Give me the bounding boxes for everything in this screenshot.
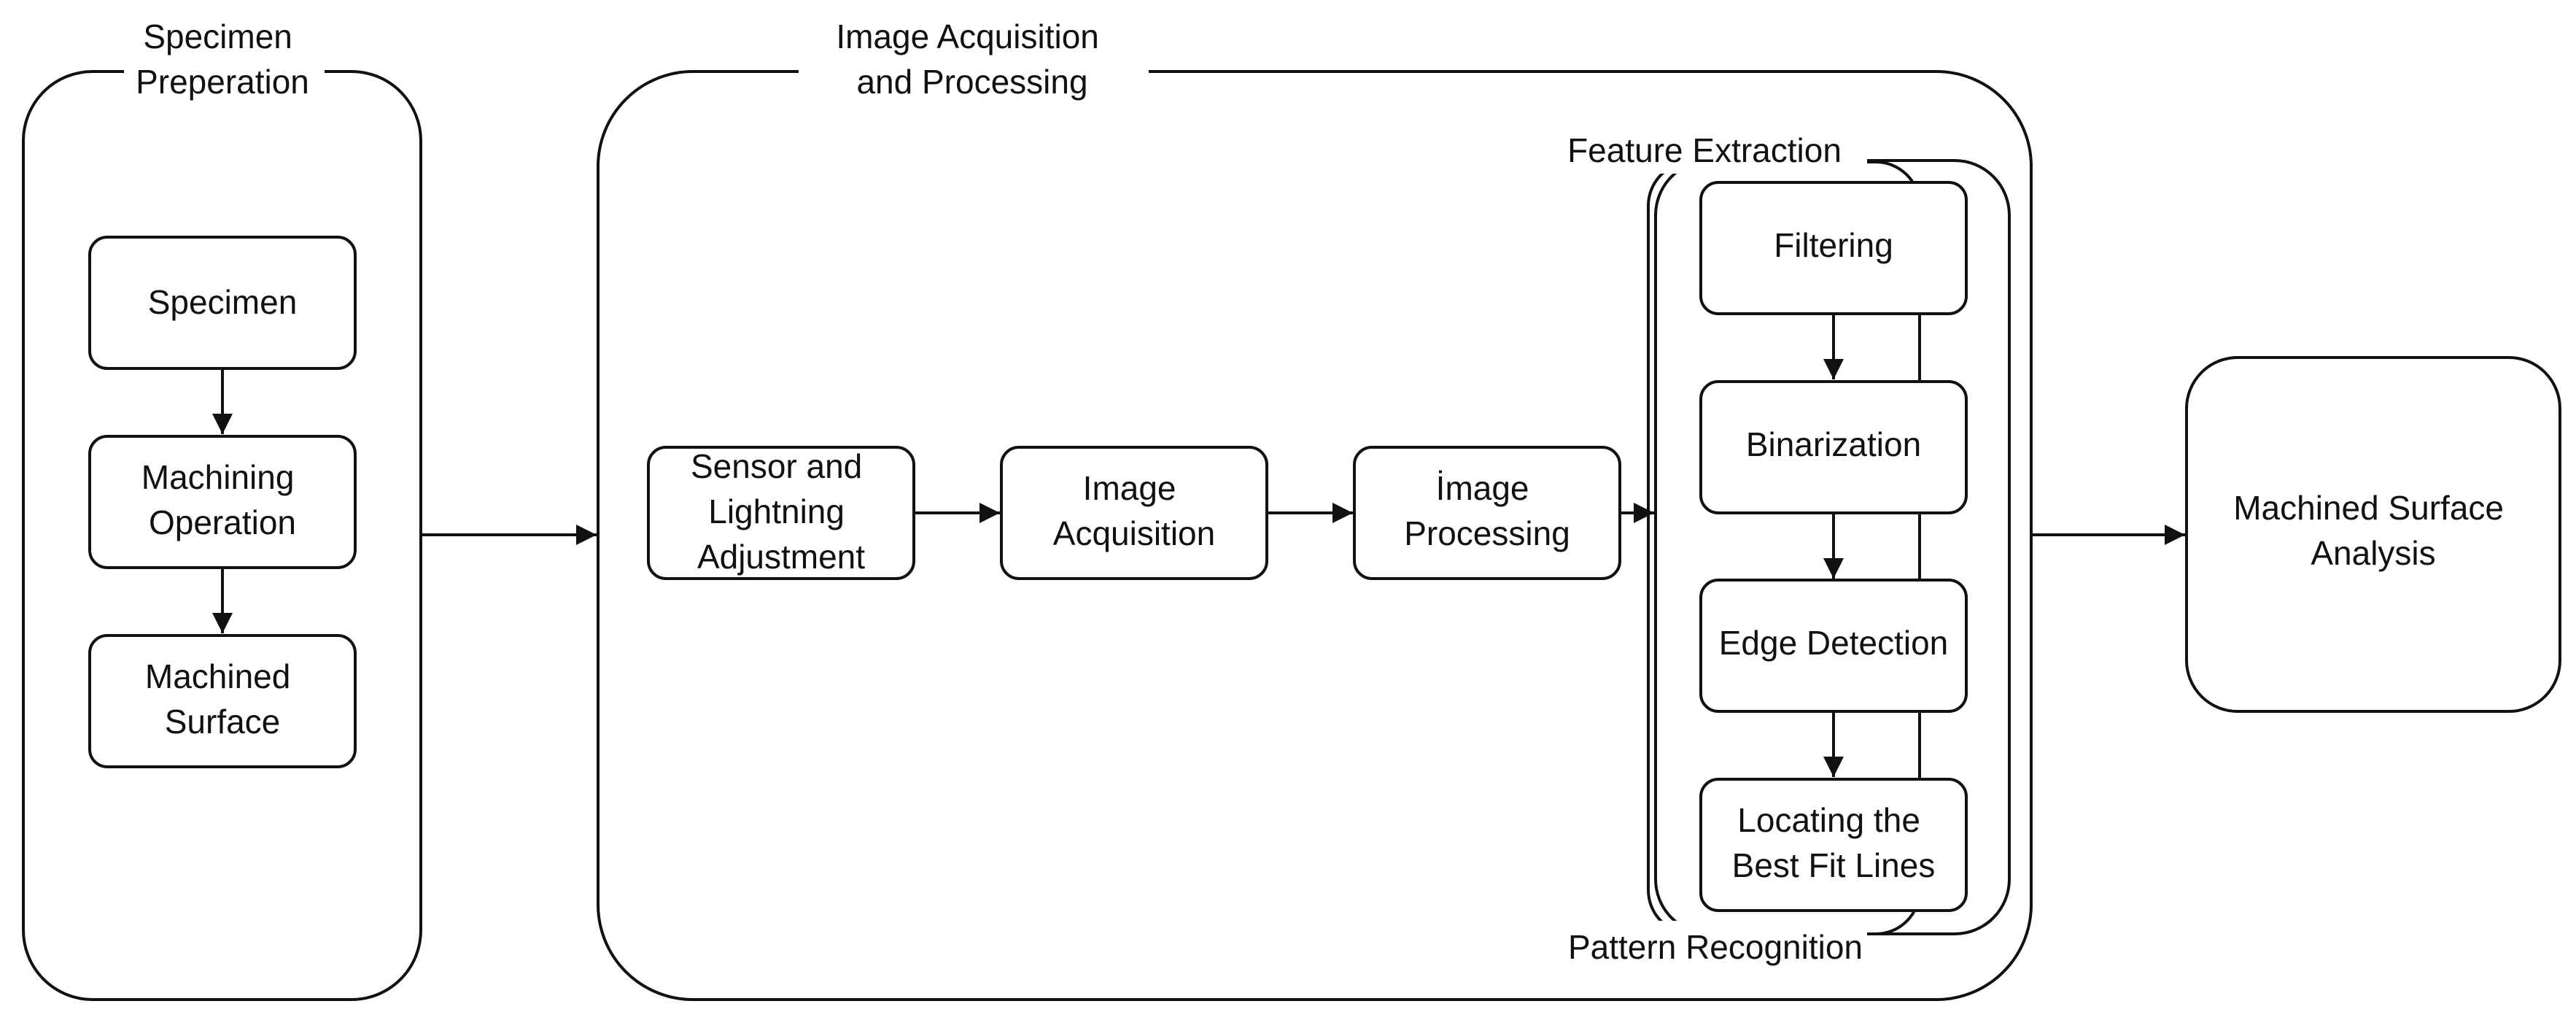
node-image-acquisition-label: Image Acquisition: [1053, 469, 1215, 552]
node-edge-detection-label: Edge Detection: [1719, 624, 1949, 662]
feature-extraction-title: Feature Extraction: [1567, 131, 1842, 169]
node-machined-surface-analysis: Machined Surface Analysis: [2185, 356, 2561, 713]
pattern-recognition-title: Pattern Recognition: [1568, 928, 1863, 966]
node-filtering-label: Filtering: [1774, 226, 1893, 264]
node-filtering: Filtering: [1699, 181, 1968, 315]
node-best-fit-lines: Locating the Best Fit Lines: [1699, 778, 1968, 912]
node-machining-operation: Machining Operation: [88, 435, 357, 569]
node-machined-surface-label: Machined Surface: [145, 657, 300, 741]
node-binarization-label: Binarization: [1746, 425, 1921, 463]
node-machined-surface-analysis-label: Machined Surface Analysis: [2233, 489, 2513, 572]
node-specimen-label: Specimen: [148, 283, 298, 321]
node-sensor-lightning-adjustment: Sensor and Lightning Adjustment: [647, 446, 915, 580]
node-image-processing: İmage Processing: [1353, 446, 1621, 580]
node-image-processing-label: İmage Processing: [1404, 469, 1570, 552]
image-acquisition-title: Image Acquisition and Processing: [836, 18, 1108, 101]
node-specimen: Specimen: [88, 236, 357, 370]
node-sensor-lightning-adjustment-label: Sensor and Lightning Adjustment: [691, 447, 872, 576]
specimen-preparation-title: Specimen Preperation: [136, 18, 309, 101]
node-image-acquisition: Image Acquisition: [1000, 446, 1268, 580]
node-machining-operation-label: Machining Operation: [141, 458, 303, 541]
node-edge-detection: Edge Detection: [1699, 579, 1968, 713]
node-best-fit-lines-label: Locating the Best Fit Lines: [1732, 801, 1936, 884]
node-binarization: Binarization: [1699, 380, 1968, 514]
node-machined-surface: Machined Surface: [88, 634, 357, 768]
